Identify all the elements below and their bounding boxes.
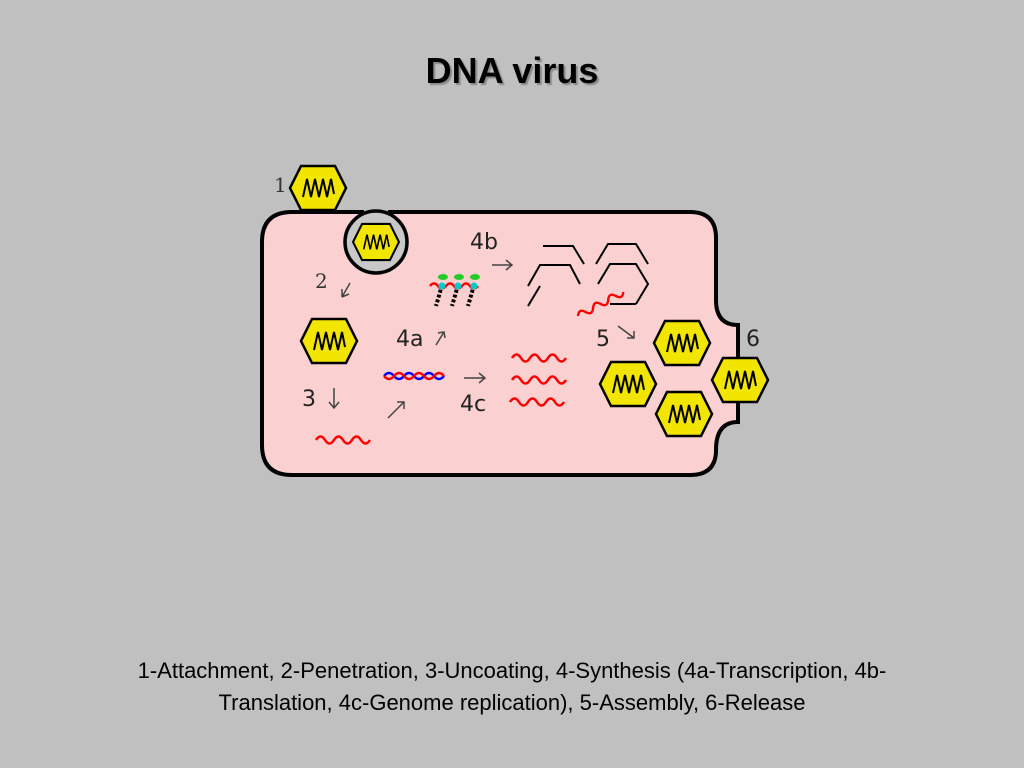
step-4b-label: 4b: [470, 230, 498, 255]
arrow-step-4b: [492, 259, 514, 271]
step-3-label: 3: [302, 387, 316, 412]
caption-line-1: 1-Attachment, 2-Penetration, 3-Uncoating…: [137, 658, 887, 683]
step-5-label: 5: [596, 327, 610, 352]
arrow-step-4a: [435, 331, 446, 346]
slide-title: DNA virus: [425, 50, 599, 91]
capsid-released-icon: [710, 356, 770, 404]
capsid-attached-icon: [288, 164, 348, 212]
arrow-step-2: [341, 282, 351, 298]
step-1-label: 1: [274, 173, 287, 197]
capsid-assembled-3-icon: [654, 390, 714, 438]
step-4a-label: 4a: [396, 327, 423, 352]
dna-helix-icon: [383, 371, 445, 381]
ribosome-complex-icon: [429, 274, 480, 307]
arrow-step-5: [617, 325, 635, 339]
capsid-endosome-icon: [352, 222, 400, 262]
legend-caption: 1-Attachment, 2-Penetration, 3-Uncoating…: [50, 655, 974, 719]
capsid-assembled-1-icon: [652, 319, 712, 367]
caption-line-2: Translation, 4c-Genome replication), 5-A…: [218, 690, 806, 715]
arrow-step-4c: [464, 372, 487, 384]
capsid-free-icon: [299, 317, 359, 365]
capsid-proteins-icon: [527, 243, 650, 307]
arrow-step-3: [328, 388, 340, 410]
step-4c-label: 4c: [460, 392, 486, 417]
capsid-assembled-2-icon: [598, 360, 658, 408]
step-2-label: 2: [315, 269, 328, 293]
step-6-label: 6: [746, 327, 760, 352]
arrow-to-transcription: [387, 401, 405, 419]
